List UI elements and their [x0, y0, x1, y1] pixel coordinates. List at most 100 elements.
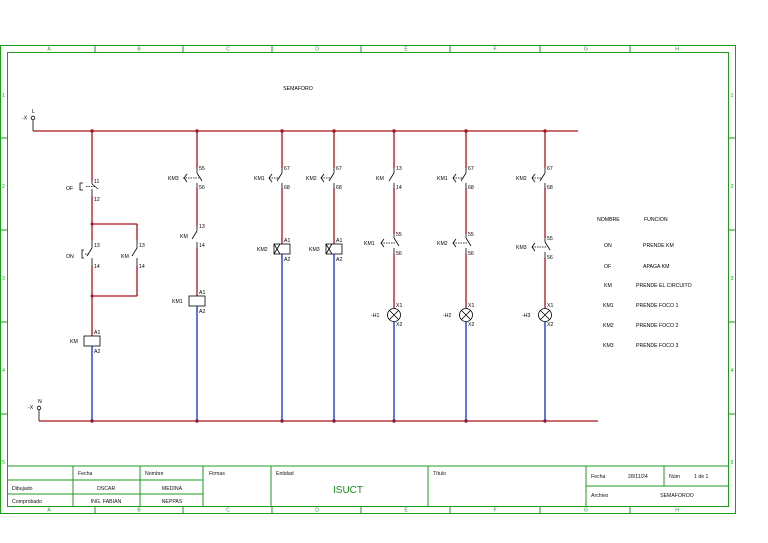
svg-text:55: 55 — [199, 166, 205, 172]
legend-row-name: KM1 — [603, 303, 614, 309]
km3-nc-contact-b2: KM3 55 56 — [168, 166, 205, 191]
svg-text:L: L — [32, 109, 35, 115]
svg-text:-X: -X — [28, 405, 34, 411]
branch-5: KM 13 14 KM1 55 56 -H1 X1 X2 — [364, 131, 402, 421]
tb-comprobado-nombre: NEPPAS — [162, 499, 183, 505]
legend-header-function: FUNCION — [644, 217, 668, 223]
col-label-f-top: F — [493, 47, 496, 53]
svg-text:56: 56 — [199, 185, 205, 191]
col-label-c-top: C — [226, 47, 230, 53]
legend-row-function: PRENDE FOCO 3 — [636, 343, 678, 349]
lamp-h1: -H1 X1 X2 — [371, 303, 402, 328]
km2-contact-b7: KM2 67 68 — [516, 166, 553, 191]
svg-text:KM1: KM1 — [437, 176, 448, 182]
col-label-b-bottom: B — [137, 508, 141, 514]
branch-7: KM2 67 68 KM3 55 56 -H3 X1 X2 — [516, 131, 553, 421]
svg-text:KM2: KM2 — [257, 247, 268, 253]
km1-contact-b6: KM1 67 68 — [437, 166, 474, 191]
col-label-a-top: A — [47, 47, 51, 53]
col-label-g-top: G — [584, 47, 588, 53]
svg-text:68: 68 — [468, 185, 474, 191]
row-label-1-left: 1 — [2, 93, 5, 99]
row-label-3-right: 3 — [731, 276, 734, 282]
km1-contact-b3: KM1 67 68 — [254, 166, 290, 191]
inner-frame — [7, 52, 729, 507]
svg-text:55: 55 — [547, 236, 553, 242]
svg-text:KM1: KM1 — [364, 241, 375, 247]
svg-text:56: 56 — [468, 251, 474, 257]
col-label-c-bottom: C — [226, 508, 230, 514]
svg-text:55: 55 — [468, 232, 474, 238]
svg-text:KM: KM — [70, 339, 78, 345]
legend-row-function: APAGA KM — [643, 264, 669, 270]
svg-text:KM: KM — [376, 176, 384, 182]
tb-archivo-label: Archivo — [591, 493, 608, 499]
legend-row-function: PRENDE EL CIRCUITO — [636, 283, 692, 289]
legend-row-name: KM3 — [603, 343, 614, 349]
tb-entidad-value: ISUCT — [333, 485, 363, 496]
tb-num-value: 1 de 1 — [694, 474, 709, 480]
svg-text:-H2: -H2 — [443, 313, 451, 319]
svg-text:14: 14 — [94, 264, 100, 270]
legend-row-name: ON — [604, 243, 612, 249]
svg-text:68: 68 — [284, 185, 290, 191]
row-label-4-left: 4 — [2, 368, 5, 374]
svg-text:X2: X2 — [396, 322, 402, 328]
svg-text:13: 13 — [396, 166, 402, 172]
row-label-4-right: 4 — [731, 368, 734, 374]
svg-text:-H1: -H1 — [371, 313, 379, 319]
tb-archivo-value: SEMAFOROO — [660, 493, 694, 499]
col-label-d-top: D — [315, 47, 319, 53]
svg-text:-H3: -H3 — [522, 313, 530, 319]
svg-text:68: 68 — [336, 185, 342, 191]
branch-4: KM2 67 68 KM3 A1 A2 — [306, 131, 342, 421]
on-pushbutton: ON 13 14 — [66, 240, 100, 270]
tb-fecha-label: Fecha — [591, 474, 606, 480]
tb-num-label: Núm — [669, 474, 680, 480]
svg-text:14: 14 — [139, 264, 145, 270]
svg-text:67: 67 — [468, 166, 474, 172]
col-label-b-top: B — [137, 47, 141, 53]
row-label-2-left: 2 — [2, 184, 5, 190]
row-label-1-right: 1 — [731, 93, 734, 99]
svg-text:KM2: KM2 — [306, 176, 317, 182]
svg-text:KM1: KM1 — [172, 299, 183, 305]
svg-text:A2: A2 — [336, 257, 342, 263]
svg-text:KM: KM — [180, 234, 188, 240]
svg-text:A1: A1 — [336, 238, 342, 244]
outer-frame — [0, 45, 736, 514]
legend-row-function: PRENDE FOCO 2 — [636, 323, 678, 329]
svg-text:A1: A1 — [284, 238, 290, 244]
tb-firmas-header: Firmas — [209, 471, 225, 477]
tb-dibujado-label: Dibujado — [12, 486, 33, 492]
svg-text:X1: X1 — [468, 303, 474, 309]
col-label-h-top: H — [675, 47, 679, 53]
svg-text:14: 14 — [199, 243, 205, 249]
legend: NOMBRE FUNCION ON PRENDE KM OF APAGA KM … — [597, 217, 692, 349]
svg-text:14: 14 — [396, 185, 402, 191]
legend-row-name: KM — [604, 283, 612, 289]
svg-text:A1: A1 — [199, 290, 205, 296]
col-label-d-bottom: D — [315, 508, 319, 514]
svg-text:-X: -X — [22, 116, 28, 122]
row-ruler: 1 2 3 4 5 1 2 3 4 5 — [0, 93, 735, 466]
km2-contact-b4: KM2 67 68 — [306, 166, 342, 191]
branch-2: KM3 55 56 KM 13 14 KM1 A1 A2 — [168, 131, 205, 421]
svg-text:56: 56 — [547, 255, 553, 261]
tb-dibujado-fecha: OSCAR — [97, 486, 116, 492]
svg-text:KM1: KM1 — [254, 176, 265, 182]
tb-comprobado-label: Comprobado — [12, 499, 42, 505]
branch-3: KM1 67 68 KM2 A1 A2 — [254, 131, 290, 421]
column-ruler: A B C D E F G H A B C D E F G H — [47, 45, 679, 514]
tb-entidad-label: Entidad — [276, 471, 294, 477]
svg-text:X1: X1 — [547, 303, 553, 309]
svg-text:11: 11 — [94, 179, 99, 185]
legend-header-name: NOMBRE — [597, 217, 620, 223]
tb-fecha-header: Fecha — [78, 471, 93, 477]
svg-text:A1: A1 — [94, 330, 100, 336]
km-contact-b5: KM 13 14 — [376, 166, 402, 191]
svg-text:A2: A2 — [284, 257, 290, 263]
tb-nombre-header: Nombre — [145, 471, 164, 477]
svg-text:67: 67 — [547, 166, 553, 172]
legend-row-name: OF — [604, 264, 611, 270]
